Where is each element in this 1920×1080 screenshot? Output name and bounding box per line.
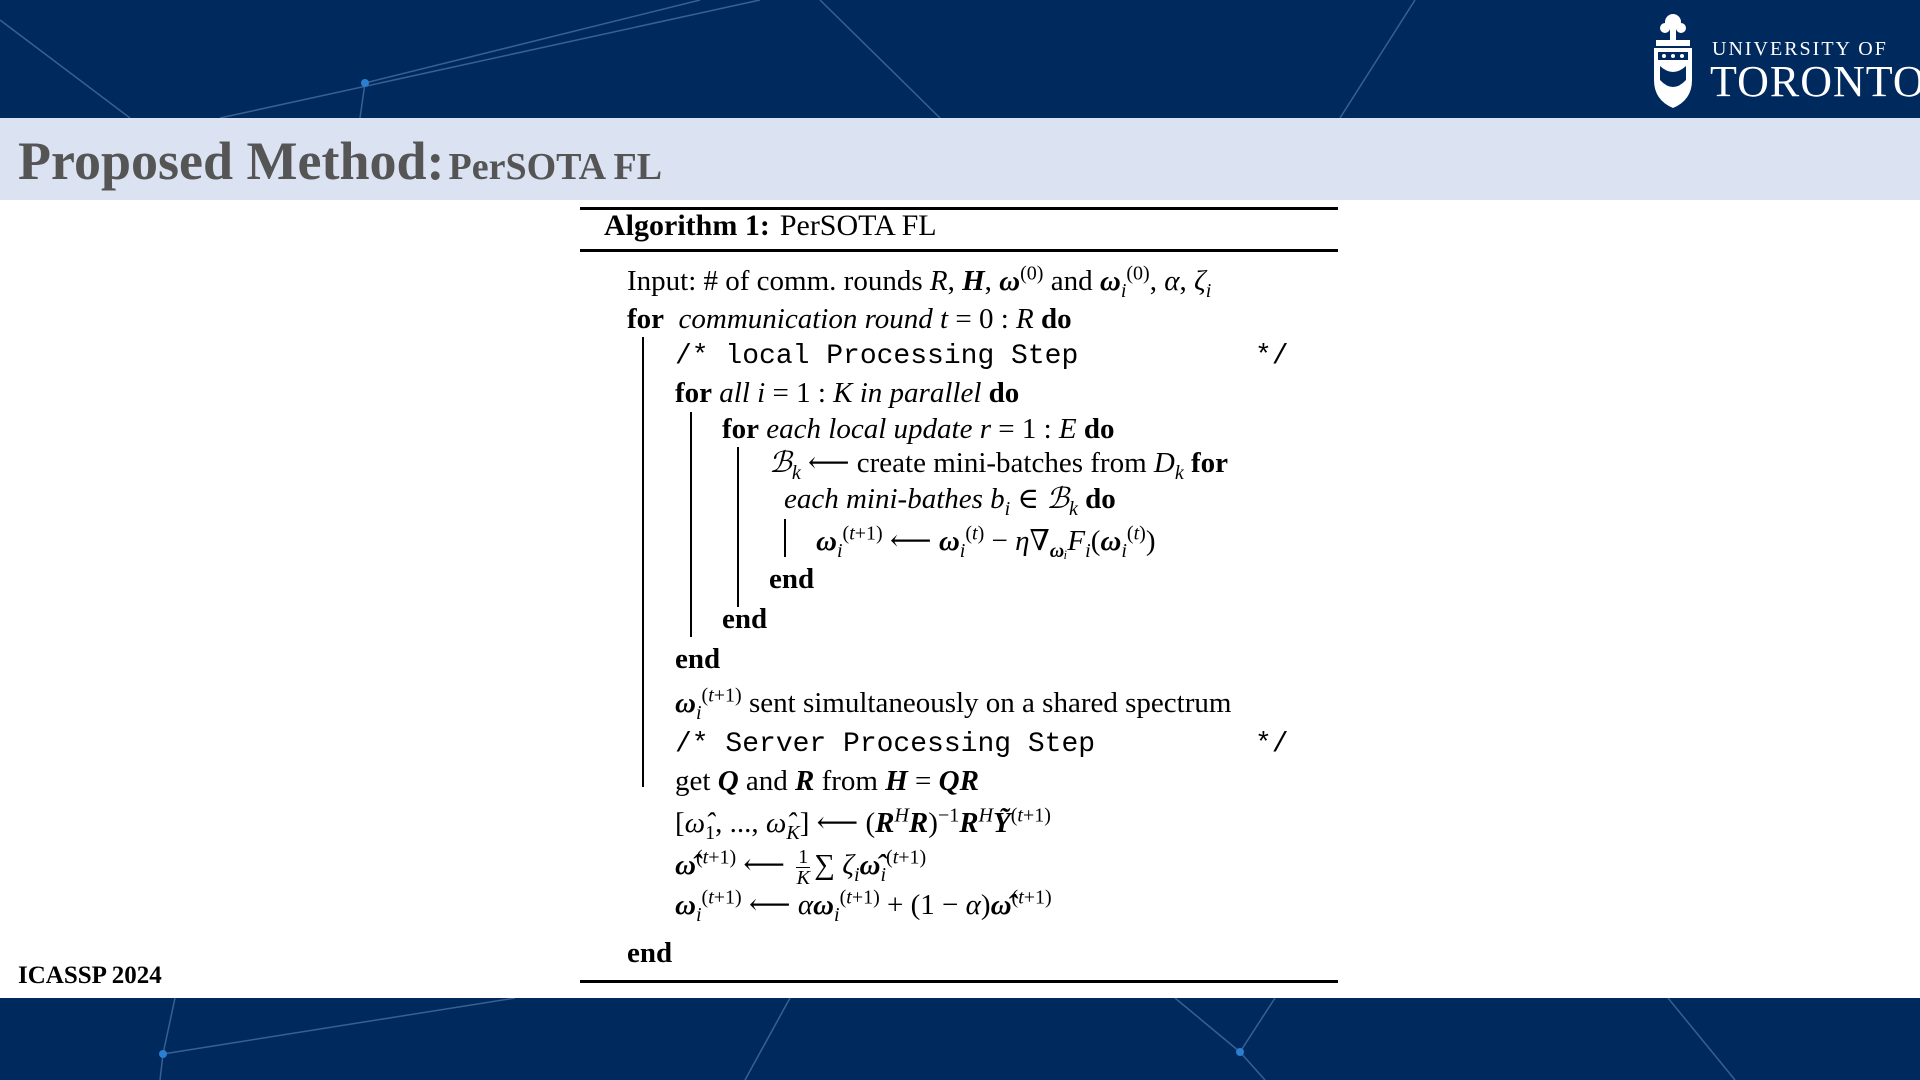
- comment-server-step: /* Server Processing Step: [675, 729, 1096, 760]
- line-for-all: for all i = 1 : K in parallel do: [675, 377, 1020, 409]
- line-for-each-update: for each local update r = 1 : E do: [722, 413, 1115, 445]
- block-bar-parallel: [690, 412, 692, 637]
- block-bar-outer: [642, 337, 644, 787]
- algorithm-header: Algorithm 1: PerSOTA FL: [604, 209, 937, 243]
- decorative-network-lines-bottom: [159, 998, 1736, 1080]
- block-bar-minibatch: [784, 519, 786, 557]
- university-logo: UNIVERSITY OF TORONTO: [1620, 0, 1920, 118]
- top-banner: UNIVERSITY OF TORONTO: [0, 0, 1920, 118]
- algorithm-box: Algorithm 1: PerSOTA FL Input: # of comm.…: [580, 207, 1338, 984]
- slide-title-main: Proposed Method:: [18, 131, 445, 191]
- block-bar-update: [737, 447, 739, 607]
- decorative-network-lines: [0, 0, 1416, 118]
- bottom-banner: [0, 998, 1920, 1080]
- line-each-minibathes: each mini-bathes bi ∈ ℬk do: [784, 483, 1116, 520]
- line-for-round: for communication round t = 0 : R do: [627, 303, 1072, 335]
- line-minibatches: ℬk ⟵ create mini-batches from Dk for: [769, 447, 1229, 484]
- algorithm-name: PerSOTA FL: [779, 209, 937, 242]
- slide-title-sub: PerSOTA FL: [448, 146, 663, 188]
- end-parallel: end: [675, 643, 721, 675]
- top-rule: [580, 207, 1338, 210]
- crest-icon: [1654, 14, 1692, 108]
- logo-toronto: TORONTO: [1710, 57, 1920, 106]
- comment-local-step: /* local Processing Step: [675, 341, 1079, 372]
- line-qr: get Q and R from H = QR: [675, 765, 979, 797]
- line-gradient-update: ωi(t+1) ⟵ ωi(t) − η∇ωᵢFi(ωi(t)): [816, 522, 1156, 562]
- header-rule: [580, 249, 1338, 252]
- line-sent: ωi(t+1) sent simultaneously on a shared …: [675, 684, 1232, 724]
- algorithm-label: Algorithm 1:: [604, 209, 770, 242]
- logo-university-of: UNIVERSITY OF: [1712, 38, 1888, 60]
- title-bar: [0, 118, 1920, 200]
- conference-label: ICASSP 2024: [18, 962, 162, 989]
- bottom-rule: [580, 980, 1338, 983]
- comment-local-close: */: [1255, 341, 1289, 372]
- end-update: end: [722, 603, 768, 635]
- end-round: end: [627, 937, 673, 969]
- line-personalization: ωi(t+1) ⟵ αωi(t+1) + (1 − α)ω̂(t+1): [675, 886, 1052, 926]
- end-minibatch: end: [769, 563, 815, 595]
- comment-server-close: */: [1255, 729, 1289, 760]
- line-input: Input: # of comm. rounds R, H, ω(0) and …: [627, 262, 1212, 302]
- slide-title: Proposed Method: PerSOTA FL: [18, 130, 662, 192]
- line-omega-hat-estimate: [ω̂1, ..., ω̂K] ⟵ (RHR)−1RHỸ(t+1): [675, 804, 1051, 844]
